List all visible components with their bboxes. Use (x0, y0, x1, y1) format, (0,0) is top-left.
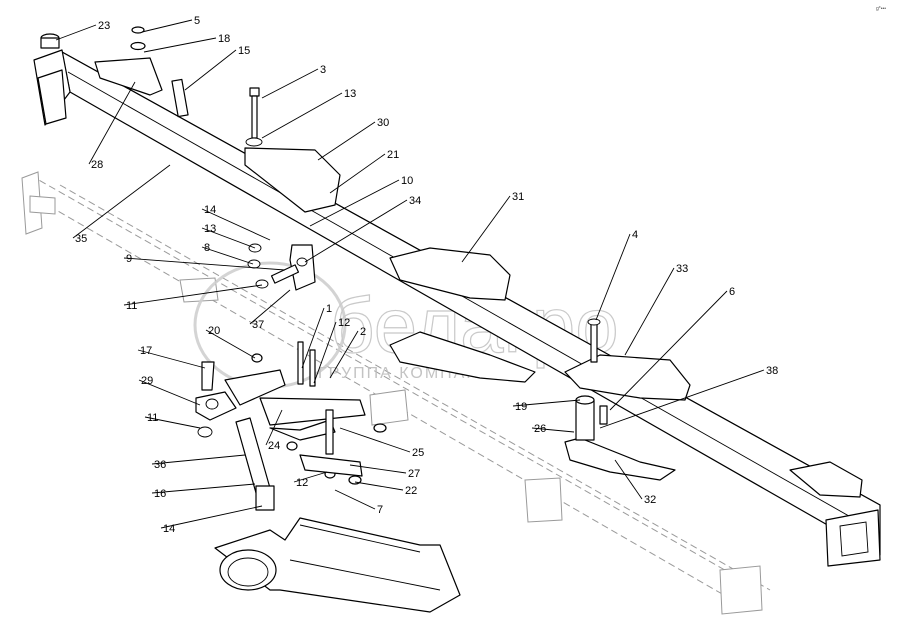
callout-label-16: 16 (154, 488, 166, 500)
callout-label-17: 17 (140, 345, 152, 357)
callout-leader-23 (55, 24, 97, 41)
callout-label-4: 4 (632, 229, 638, 241)
callout-label-31: 31 (512, 191, 524, 203)
callout-label-38: 38 (766, 365, 778, 377)
callout-leader-31 (461, 195, 511, 263)
background-frame-ghost (21, 171, 771, 615)
callout-label-27: 27 (408, 468, 420, 480)
callout-leader-14 (160, 505, 263, 529)
callout-label-12: 12 (296, 477, 308, 489)
callout-label-1: 1 (326, 303, 332, 315)
callout-label-23: 23 (98, 20, 110, 32)
callout-label-13: 13 (344, 88, 356, 100)
corner-mark: g*••• (876, 6, 886, 12)
callout-leader-7 (334, 489, 376, 510)
callout-label-28: 28 (91, 159, 103, 171)
callout-leader-3 (261, 68, 319, 99)
callout-leader-17 (137, 349, 206, 369)
callout-label-7: 7 (377, 504, 383, 516)
callout-leader-34 (304, 199, 408, 263)
callout-leader-33 (624, 267, 675, 356)
callout-leader-30 (317, 121, 376, 161)
callout-leader-12 (293, 471, 328, 483)
callout-leader-24 (265, 409, 283, 446)
callout-label-22: 22 (405, 485, 417, 497)
callout-leader-1 (301, 307, 325, 369)
callout-leader-32 (614, 459, 643, 500)
callout-label-9: 9 (126, 253, 132, 265)
callout-leader-6 (609, 290, 728, 411)
callout-label-20: 20 (208, 325, 220, 337)
callout-label-32: 32 (644, 494, 656, 506)
callout-label-30: 30 (377, 117, 389, 129)
callout-label-3: 3 (320, 64, 326, 76)
callout-leader-20 (205, 329, 256, 359)
fasteners (40, 26, 608, 485)
callout-label-14: 14 (163, 523, 175, 535)
callout-label-33: 33 (676, 263, 688, 275)
callout-label-2: 2 (360, 326, 366, 338)
callout-leader-16 (151, 483, 256, 494)
callout-leader-14 (201, 208, 271, 241)
callout-leader-22 (354, 481, 404, 491)
callout-leader-25 (339, 427, 411, 453)
callout-label-35: 35 (75, 233, 87, 245)
callout-label-18: 18 (218, 33, 230, 45)
callout-leader-38 (599, 369, 765, 429)
callout-leader-12 (313, 321, 337, 384)
callout-label-29: 29 (141, 375, 153, 387)
callout-label-10: 10 (401, 175, 413, 187)
callout-label-5: 5 (194, 15, 200, 27)
callout-leader-11 (123, 284, 263, 306)
callout-label-12: 12 (338, 317, 350, 329)
callout-leader-11 (144, 416, 201, 429)
callout-leader-26 (531, 427, 575, 433)
callout-label-34: 34 (409, 195, 421, 207)
callout-leader-5 (141, 19, 193, 33)
callout-label-25: 25 (412, 447, 424, 459)
callout-label-24: 24 (268, 440, 280, 452)
callout-leader-35 (72, 164, 171, 239)
callout-leader-21 (329, 153, 386, 194)
callout-label-6: 6 (729, 286, 735, 298)
callout-label-13: 13 (204, 223, 216, 235)
callout-leader-29 (138, 379, 201, 406)
callout-leader-37 (249, 289, 291, 325)
callout-label-15: 15 (238, 45, 250, 57)
callout-leader-15 (184, 49, 237, 91)
callout-label-14: 14 (204, 204, 216, 216)
callout-leader-36 (151, 454, 246, 465)
callout-leader-2 (329, 330, 359, 379)
callout-leader-8 (201, 246, 254, 265)
callout-leader-4 (595, 233, 631, 321)
callout-leader-9 (123, 257, 286, 271)
callout-leader-13 (261, 92, 343, 139)
linkage-assembly (195, 361, 366, 511)
callout-leader-28 (88, 81, 136, 165)
mounting-plates (94, 57, 863, 498)
callout-label-8: 8 (204, 242, 210, 254)
callout-label-26: 26 (534, 423, 546, 435)
callout-label-11: 11 (147, 412, 158, 424)
hitch-frame (214, 517, 461, 613)
callout-label-11: 11 (126, 300, 137, 312)
callout-leader-13 (201, 227, 256, 249)
callout-leader-27 (349, 464, 407, 474)
callout-label-19: 19 (515, 401, 527, 413)
callout-label-36: 36 (154, 459, 166, 471)
callout-leader-19 (512, 399, 581, 407)
callout-label-21: 21 (387, 149, 399, 161)
callout-leader-18 (143, 37, 217, 53)
callout-label-37: 37 (252, 319, 264, 331)
callout-leader-10 (309, 179, 400, 227)
